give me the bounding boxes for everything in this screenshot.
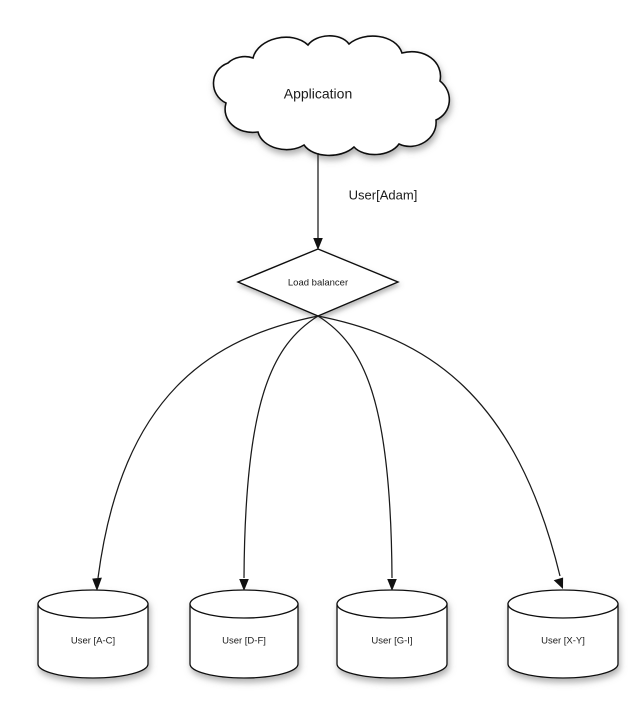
arrowhead-to-balancer [313, 238, 323, 250]
edge-application-to-balancer[interactable]: User[Adam] [313, 153, 417, 250]
arrowhead-db-3 [387, 579, 397, 591]
cylinder-body-4 [507, 603, 619, 679]
node-database-3[interactable]: User [G-I] [336, 589, 448, 679]
edge-curve-db-1 [97, 315, 319, 579]
cylinder-body-2 [189, 603, 299, 679]
arrowhead-db-1 [92, 577, 102, 591]
node-database-4[interactable]: User [X-Y] [507, 589, 619, 679]
database-label-4: User [X-Y] [541, 636, 585, 647]
edge-balancer-to-db-3[interactable] [317, 315, 397, 591]
node-database-1[interactable]: User [A-C] [37, 589, 149, 679]
cylinder-top-1 [37, 589, 149, 619]
edge-curve-db-2 [243, 315, 319, 579]
arrowhead-db-4 [553, 577, 564, 589]
edge-curve-db-3 [317, 315, 393, 579]
cylinder-body-1 [37, 603, 149, 679]
database-label-3: User [G-I] [371, 636, 412, 647]
edge-balancer-to-db-2[interactable] [239, 315, 319, 591]
edge-balancer-to-db-1[interactable] [92, 315, 319, 591]
cylinder-top-3 [336, 589, 448, 619]
cloud-shape [212, 35, 451, 157]
edge-balancer-to-db-4[interactable] [317, 315, 564, 589]
arrowhead-db-2 [239, 579, 249, 591]
cylinder-top-4 [507, 589, 619, 619]
cloud-label: Application [284, 86, 353, 102]
node-application[interactable]: Application [212, 35, 451, 157]
cylinder-top-2 [189, 589, 299, 619]
database-label-2: User [D-F] [222, 636, 266, 647]
database-label-1: User [A-C] [71, 636, 115, 647]
edge-label-user-adam: User[Adam] [349, 187, 418, 202]
cylinder-body-3 [336, 603, 448, 679]
node-database-2[interactable]: User [D-F] [189, 589, 299, 679]
load-balancer-label: Load balancer [288, 278, 348, 289]
edge-curve-db-4 [317, 315, 561, 577]
node-load-balancer[interactable]: Load balancer [236, 248, 400, 317]
